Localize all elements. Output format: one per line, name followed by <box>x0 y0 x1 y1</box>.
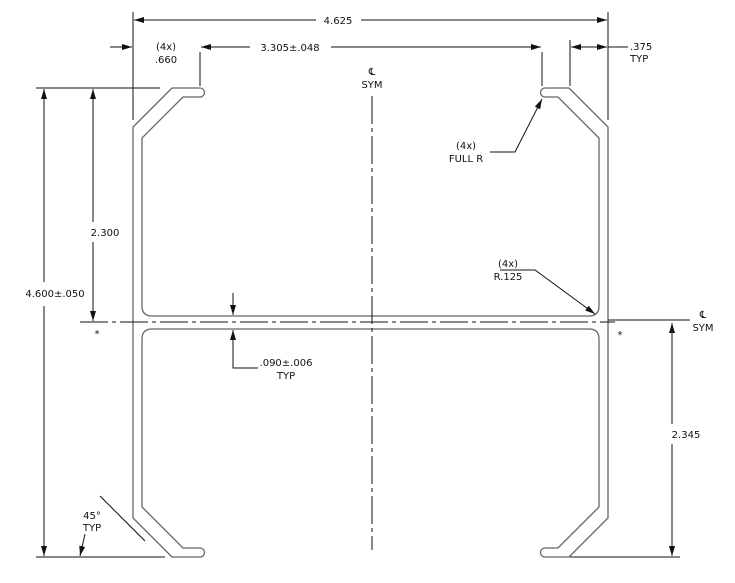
radius-note: R.125 <box>494 272 523 283</box>
profile-upper <box>132 87 609 322</box>
sym-label: SYM <box>361 80 382 91</box>
lip-offset-note: TYP <box>629 54 648 65</box>
thickness-note: TYP <box>276 371 295 382</box>
thickness-dim: .090±.006 <box>260 358 313 369</box>
overall-width-dim: 4.625 <box>324 16 353 27</box>
full-r-leader <box>490 98 543 153</box>
lip-offset-dim: .375 <box>630 42 652 53</box>
angle-dim: 45° <box>83 511 101 522</box>
lower-height-dim: 2.345 <box>672 430 701 441</box>
angle-arrow <box>79 533 86 557</box>
upper-height-dim: 2.300 <box>91 228 120 239</box>
angle-extension <box>99 495 146 542</box>
full-r-count: (4x) <box>456 141 476 152</box>
thickness-leader <box>230 330 258 369</box>
profile-lower <box>132 322 609 558</box>
flange-width-dim: .660 <box>155 55 177 66</box>
asterisk-right: * <box>618 330 623 341</box>
centerline-symbol: ℄ <box>368 67 376 78</box>
full-r-note: FULL R <box>449 154 483 165</box>
inner-gap-dim: 3.305±.048 <box>260 43 319 54</box>
angle-note: TYP <box>82 523 101 534</box>
centerline-symbol-right: ℄ <box>699 310 707 321</box>
sym-label-right: SYM <box>692 323 713 334</box>
asterisk-left: * <box>95 329 100 340</box>
radius-leader <box>500 269 596 315</box>
radius-count: (4x) <box>498 259 518 270</box>
overall-height-dim: 4.600±.050 <box>25 289 84 300</box>
flange-count: (4x) <box>156 42 176 53</box>
